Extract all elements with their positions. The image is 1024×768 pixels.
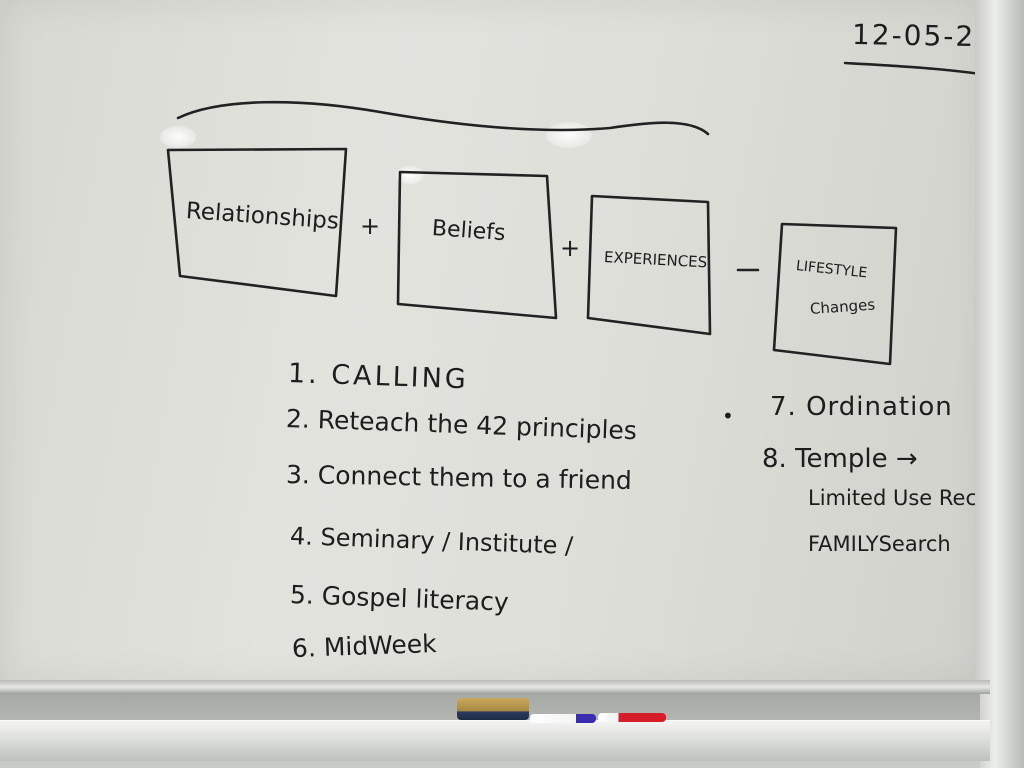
list-item-8: 8. Temple → — [762, 444, 918, 474]
box-lifestyle-changes — [772, 222, 898, 366]
light-glare — [160, 126, 196, 148]
grouping-brace — [176, 100, 710, 136]
list-item-1: 1. CALLING — [287, 358, 470, 396]
list-item-3: 3. Connect them to a friend — [285, 460, 633, 496]
blue-marker — [530, 714, 596, 723]
plus-operator: + — [560, 234, 581, 262]
marker-tray — [0, 720, 990, 761]
bullet-dot: • — [722, 404, 734, 428]
box-beliefs — [396, 170, 558, 320]
light-glare — [546, 122, 592, 148]
list-item-6: 6. MidWeek — [291, 628, 438, 663]
plus-operator: + — [360, 212, 381, 240]
list-item-8-sub-1: Limited Use Rec. — [808, 486, 984, 510]
red-marker — [598, 713, 666, 722]
whiteboard — [0, 0, 985, 685]
list-item-7: 7. Ordination — [770, 392, 953, 422]
box-experiences — [586, 194, 712, 336]
date-label: 12-05-22 — [851, 18, 996, 54]
board-frame-bottom — [0, 680, 990, 694]
board-frame-right — [975, 0, 1024, 768]
box-label-beliefs: Beliefs — [431, 216, 507, 247]
list-item-8-sub-2: FAMILYSearch — [808, 532, 951, 556]
box-relationships — [166, 147, 348, 298]
light-glare — [396, 166, 424, 184]
board-eraser — [457, 698, 529, 720]
